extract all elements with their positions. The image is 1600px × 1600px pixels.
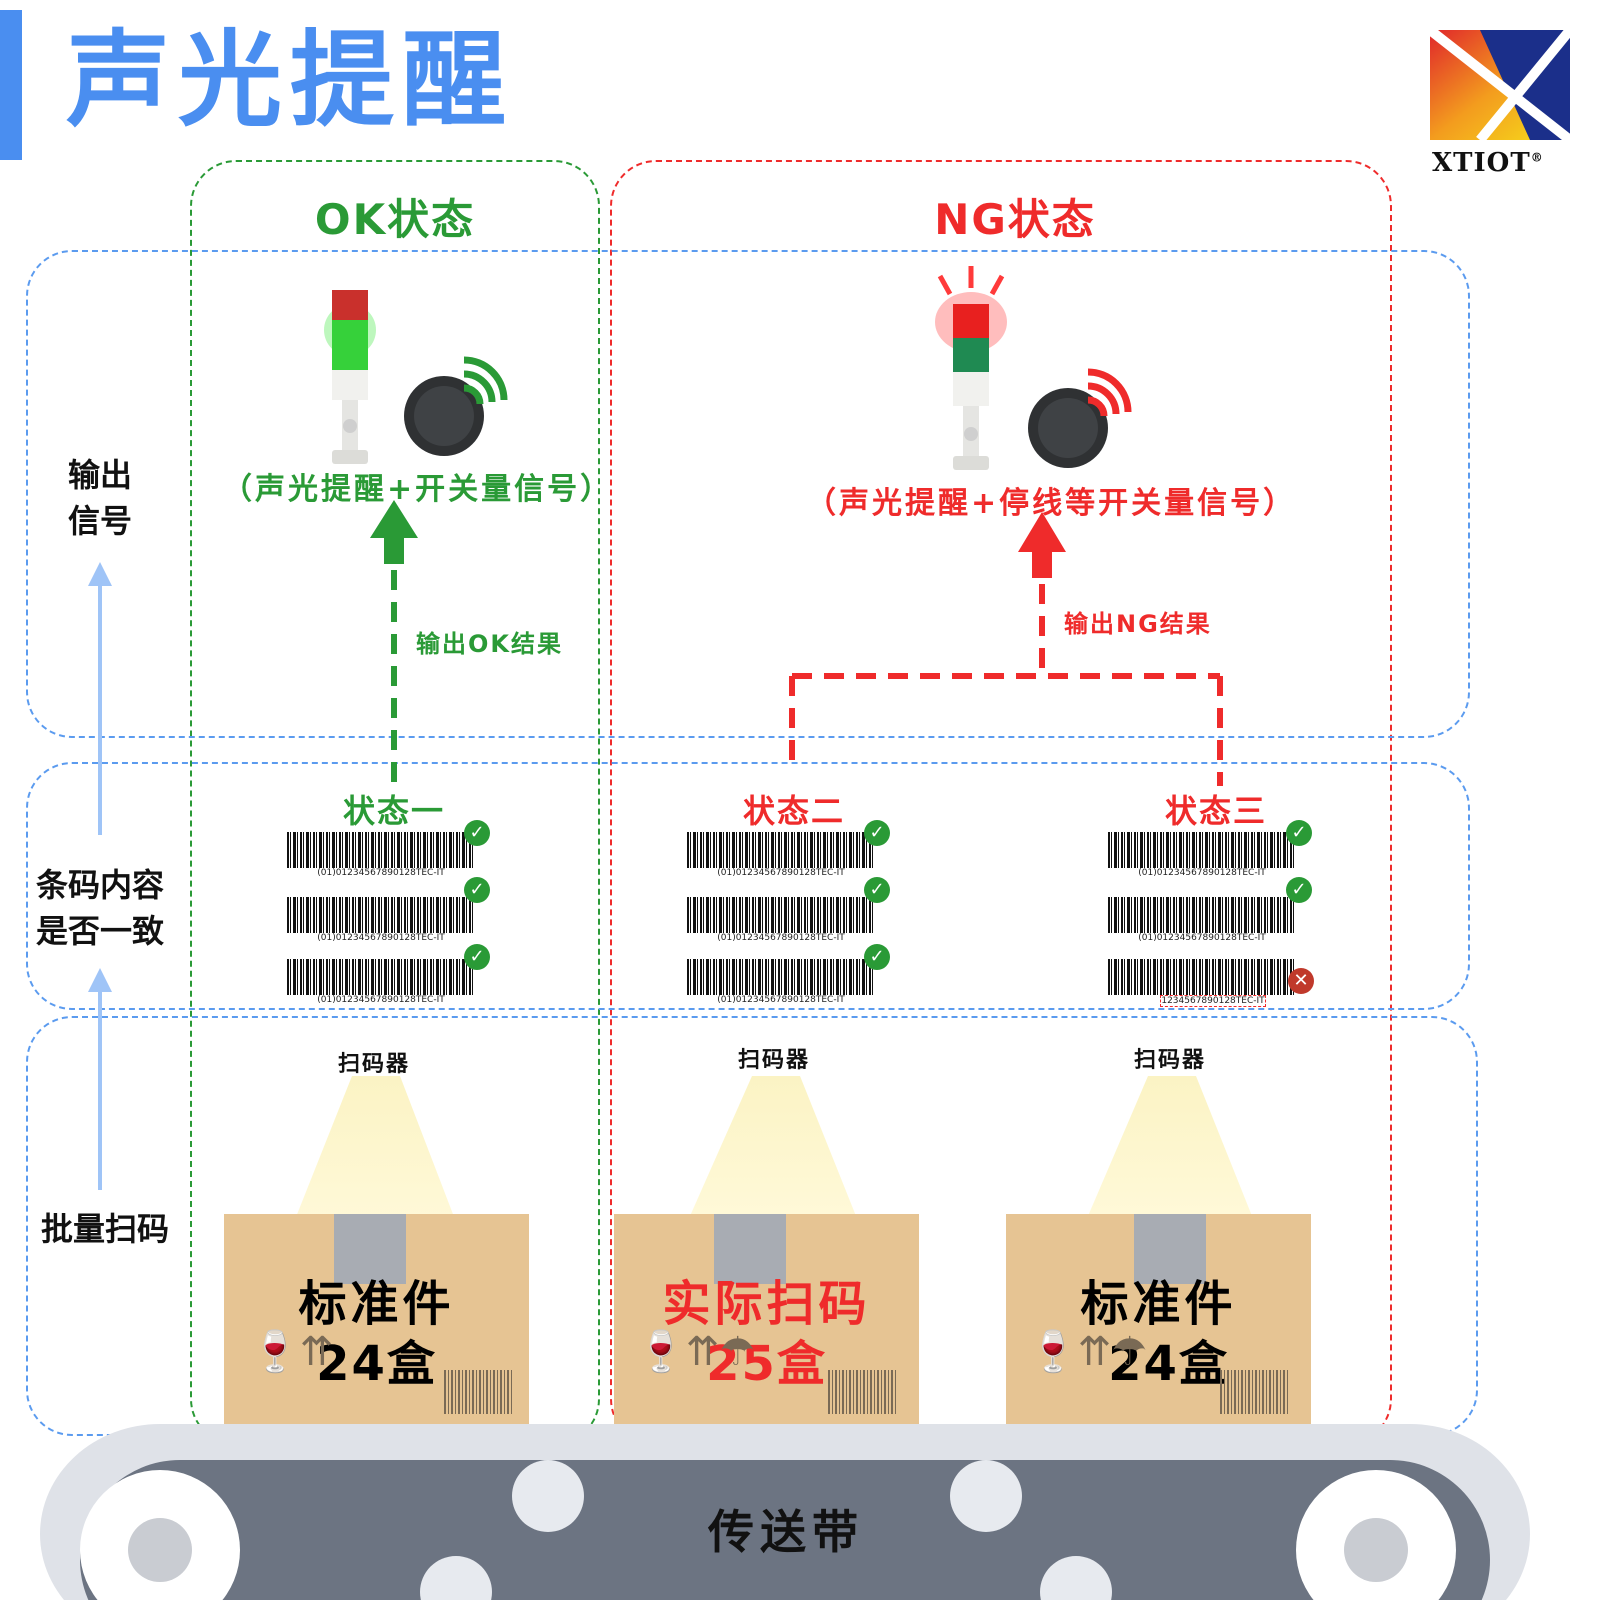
- check-circle-icon: ✓: [464, 820, 490, 846]
- batch-scan-label: 批量扫码: [40, 1210, 169, 1248]
- x-circle-icon: ✕: [1288, 968, 1314, 994]
- state-one-label: 状态一: [342, 792, 445, 830]
- barcode-compare-zone: [26, 762, 1470, 1010]
- check-circle-icon: ✓: [1286, 820, 1312, 846]
- conveyor-belt: [40, 1424, 1530, 1600]
- barcode-state3-2: (01)01234567890128TEC-IT: [1108, 897, 1296, 943]
- barcode-state3-3: 1234567890128TEC-IT: [1108, 959, 1296, 1007]
- ng-result-arrows: [789, 512, 1223, 786]
- barcode-state3-1: (01)01234567890128TEC-IT: [1108, 832, 1296, 878]
- xtiot-logo: [1426, 26, 1574, 144]
- check-circle-icon: ✓: [864, 820, 890, 846]
- output-signal-zone: [26, 250, 1470, 738]
- check-circle-icon: ✓: [464, 944, 490, 970]
- page-title: 声光提醒: [66, 19, 515, 141]
- check-circle-icon: ✓: [864, 877, 890, 903]
- barcode-state2-1: (01)01234567890128TEC-IT: [687, 832, 875, 878]
- ng-signal-text: （声光提醒+停线等开关量信号）: [806, 486, 1297, 521]
- conveyor-label: 传送带: [708, 1505, 864, 1559]
- fragile-icon: 🍷⇈: [250, 1329, 334, 1375]
- flow-up-arrows: [88, 562, 112, 1190]
- barcode-state2-3: (01)01234567890128TEC-IT: [687, 959, 875, 1005]
- scanner-label-1: 扫码器: [337, 1052, 410, 1077]
- scanner-label-3: 扫码器: [1133, 1048, 1206, 1073]
- barcode-state1-3: (01)01234567890128TEC-IT: [287, 959, 475, 1005]
- check-circle-icon: ✓: [864, 944, 890, 970]
- ok-signal-text: （声光提醒+开关量信号）: [222, 472, 614, 507]
- title-accent-bar: [0, 10, 22, 160]
- ng-column-header: NG状态: [934, 195, 1096, 244]
- scanner-label-2: 扫码器: [737, 1048, 810, 1073]
- ng-buzzer-icon: [1028, 368, 1132, 468]
- ok-column-header: OK状态: [314, 195, 476, 244]
- ok-tower-light-icon: [324, 290, 376, 464]
- output-signal-label: 输出信号: [67, 456, 132, 540]
- scanner-light-cones: [294, 1076, 1252, 1222]
- ng-tower-light-icon: [935, 266, 1007, 470]
- fragile-icon: 🍷⇈☂: [636, 1329, 756, 1375]
- barcode-state2-2: (01)01234567890128TEC-IT: [687, 897, 875, 943]
- barcode-compare-label: 条码内容是否一致: [35, 866, 164, 950]
- box-actual-scan: 实际扫码 25盒 🍷⇈☂: [614, 1214, 919, 1424]
- logo-text: XTIOT®: [1432, 148, 1544, 178]
- box-standard-2: 标准件 24盒 🍷⇈☂: [1006, 1214, 1311, 1424]
- state-three-label: 状态三: [1164, 792, 1267, 830]
- box-standard-1: 标准件 24盒 🍷⇈: [224, 1214, 529, 1424]
- check-circle-icon: ✓: [1286, 877, 1312, 903]
- ok-result-label: 输出OK结果: [416, 630, 563, 658]
- ok-result-arrow: [370, 500, 418, 784]
- ok-buzzer-icon: [404, 356, 508, 456]
- fragile-icon: 🍷⇈☂: [1028, 1329, 1148, 1375]
- ng-result-label: 输出NG结果: [1064, 610, 1212, 638]
- state-two-label: 状态二: [742, 792, 845, 830]
- barcode-state1-1: (01)01234567890128TEC-IT: [287, 832, 475, 878]
- check-circle-icon: ✓: [464, 877, 490, 903]
- barcode-state1-2: (01)01234567890128TEC-IT: [287, 897, 475, 943]
